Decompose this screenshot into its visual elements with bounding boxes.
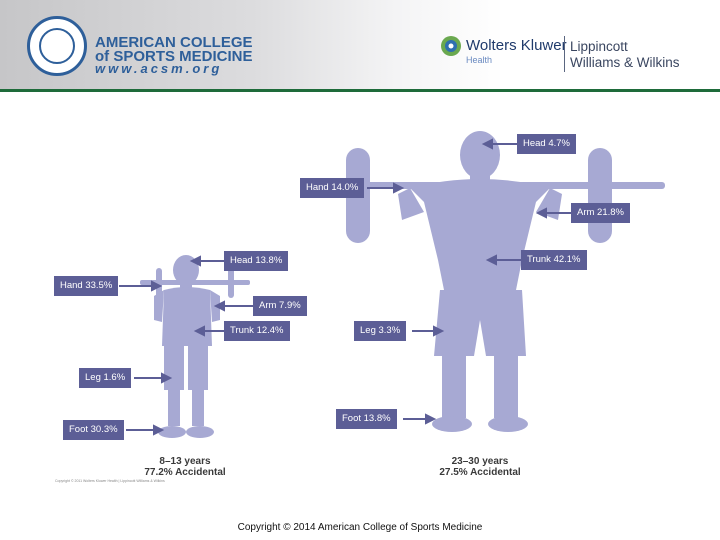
lww-logo-text: Lippincott Williams & Wilkins	[570, 39, 680, 71]
child-head-label: Head 13.8%	[224, 251, 289, 271]
adult-arm-label: Arm 21.8%	[571, 203, 630, 223]
adult-lifter-silhouette	[346, 131, 665, 432]
adult-head-label: Head 4.7%	[517, 134, 577, 154]
seal-inner-ring	[39, 28, 75, 64]
logo-divider	[564, 36, 565, 72]
acsm-line2: of SPORTS MEDICINE	[95, 48, 253, 65]
adult-accidental: 27.5% Accidental	[439, 467, 521, 478]
adult-hand-label: Hand 14.0%	[300, 178, 365, 198]
child-foot-label: Foot 30.3%	[63, 420, 124, 440]
acsm-logo-text: AMERICAN COLLEGE of SPORTS MEDICINE	[95, 34, 253, 65]
child-caption: 8–13 years 77.2% Accidental	[130, 456, 240, 478]
child-arm-label: Arm 7.9%	[253, 296, 307, 316]
header-banner	[0, 0, 720, 90]
acsm-url: www.acsm.org	[95, 61, 223, 76]
lww-line2: Williams & Wilkins	[570, 55, 680, 70]
child-trunk-label: Trunk 12.4%	[224, 321, 290, 341]
adult-caption: 23–30 years 27.5% Accidental	[420, 456, 540, 478]
figure-copyright: Copyright © 2011 Wolters Kluwer Health |…	[55, 479, 165, 483]
wolters-kluwer-name: Wolters Kluwer	[466, 37, 567, 54]
child-leg-label: Leg 1.6%	[79, 368, 132, 388]
header-rule	[0, 89, 720, 92]
adult-age: 23–30 years	[451, 456, 509, 467]
wolters-kluwer-health: Health	[466, 55, 493, 65]
adult-foot-label: Foot 13.8%	[336, 409, 397, 429]
acsm-line1: AMERICAN COLLEGE	[95, 34, 253, 51]
acsm-seal-logo	[27, 16, 87, 76]
footer-copyright: Copyright © 2014 American College of Spo…	[237, 522, 483, 533]
child-age: 8–13 years	[159, 456, 211, 467]
lww-line1: Lippincott	[570, 39, 628, 54]
adult-leg-label: Leg 3.3%	[354, 321, 407, 341]
child-hand-label: Hand 33.5%	[54, 276, 119, 296]
adult-trunk-label: Trunk 42.1%	[521, 250, 587, 270]
wolters-kluwer-logo-icon	[441, 36, 461, 56]
child-accidental: 77.2% Accidental	[144, 467, 226, 478]
